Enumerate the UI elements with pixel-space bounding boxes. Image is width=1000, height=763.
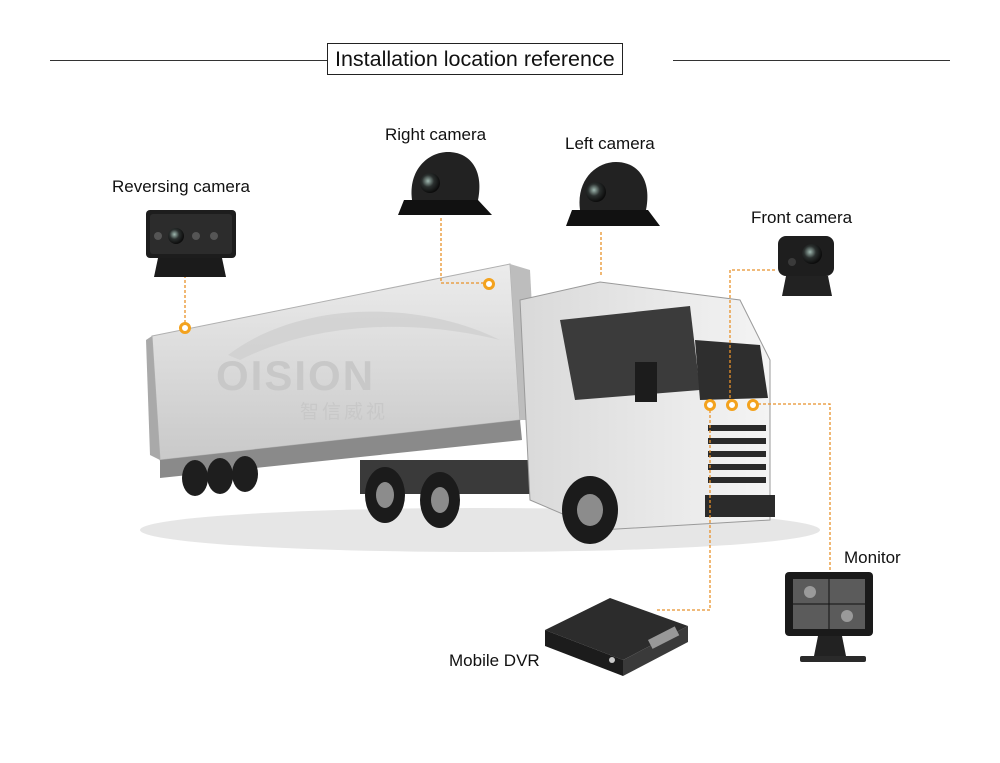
front-point-3 (747, 399, 759, 411)
front-point-1 (704, 399, 716, 411)
right-camera-point (483, 278, 495, 290)
front-point-2 (726, 399, 738, 411)
title-rule-left (50, 60, 328, 61)
cab-grille (708, 425, 766, 483)
mobile-dvr-device (545, 598, 688, 676)
trailer-box (146, 263, 538, 478)
cab-wheels (365, 467, 618, 544)
label-front-camera: Front camera (751, 208, 853, 227)
label-right-camera: Right camera (385, 125, 487, 144)
watermark-sub: 智信威视 (300, 402, 389, 423)
trailer-wheels (182, 456, 258, 496)
mount-points (179, 278, 759, 411)
monitor-device (785, 572, 873, 662)
reversing-camera-device (146, 210, 236, 277)
watermark-brand: OISION (216, 352, 376, 399)
left-camera-device (566, 162, 660, 226)
connector-lines (184, 218, 831, 611)
right-camera-device (398, 152, 492, 215)
label-monitor: Monitor (844, 548, 901, 567)
label-mobile-dvr: Mobile DVR (449, 651, 540, 670)
front-camera-device (778, 236, 834, 296)
watermark-swoosh (228, 311, 500, 360)
truck-cab (519, 281, 775, 531)
diagram-title: Installation location reference (327, 43, 623, 75)
label-left-camera: Left camera (565, 134, 655, 153)
label-reversing-camera: Reversing camera (112, 177, 250, 196)
title-rule-right (673, 60, 950, 61)
diagram-title-text: Installation location reference (335, 46, 615, 71)
reversing-camera-point (179, 322, 191, 334)
